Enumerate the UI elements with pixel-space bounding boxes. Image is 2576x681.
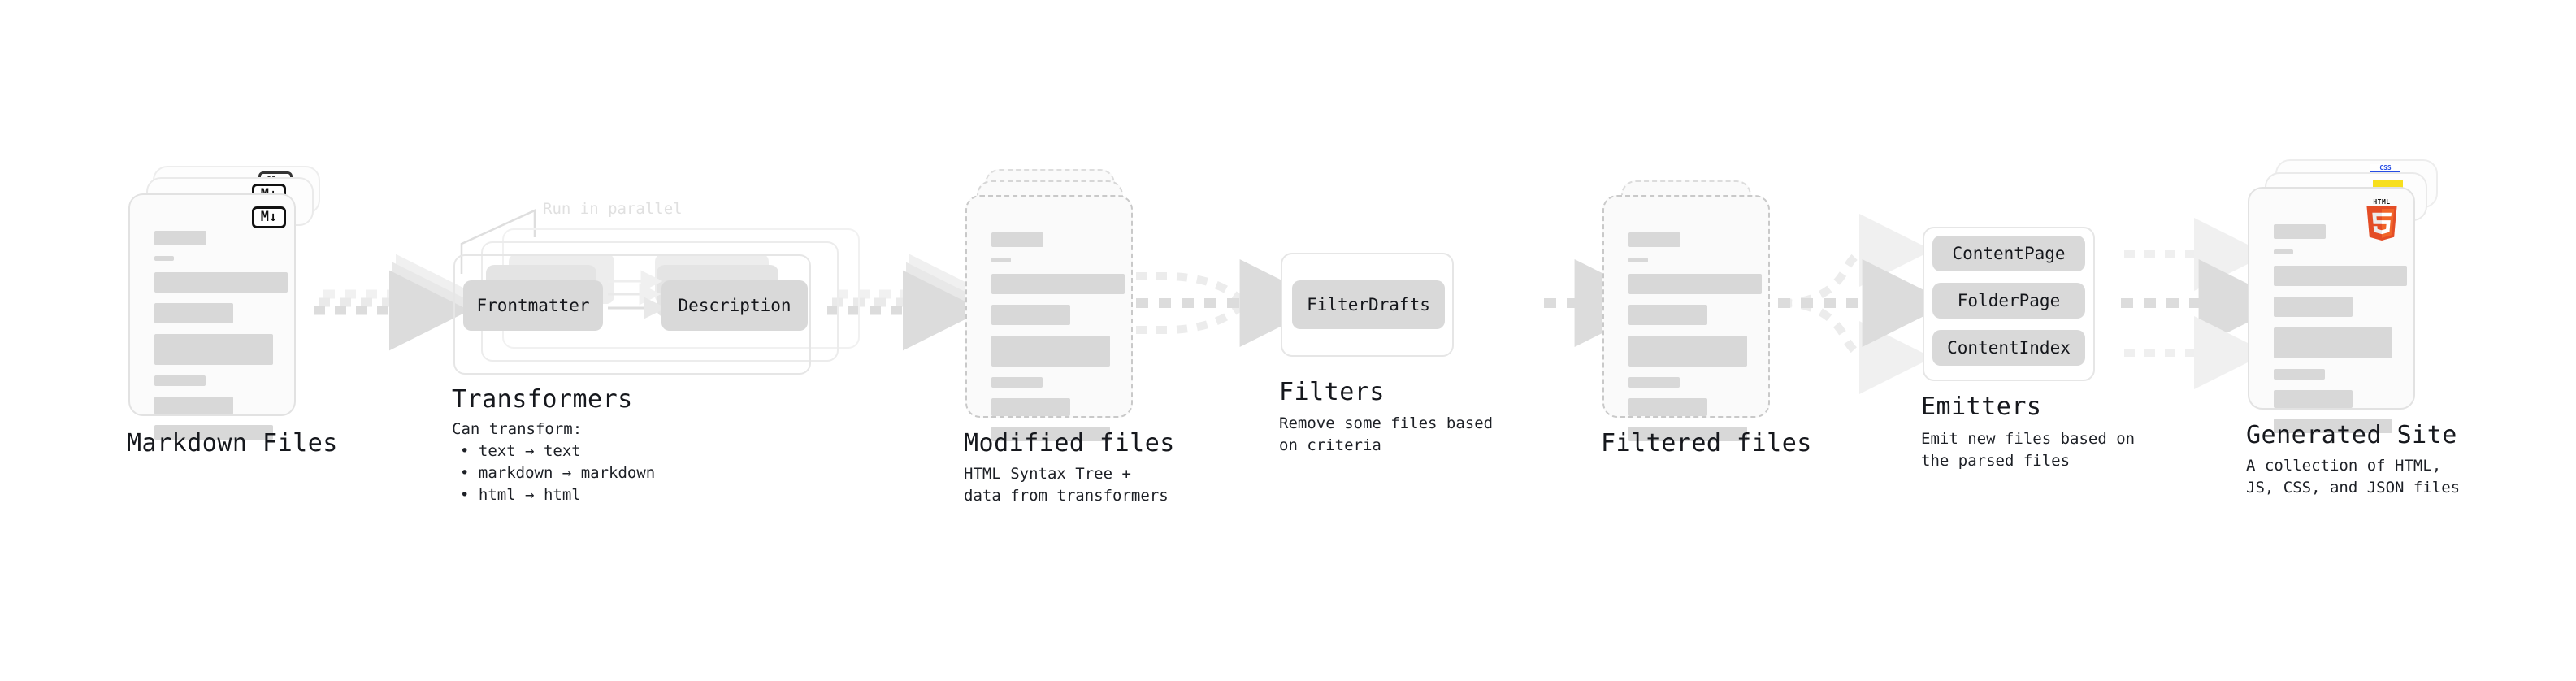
- filtered-card-front: [1602, 195, 1770, 441]
- emitters-pill-folderpage[interactable]: FolderPage: [1932, 283, 2085, 319]
- content-bar: [2274, 327, 2392, 358]
- markdown-card-front: M↓: [128, 193, 296, 440]
- emitters-description: Emit new files based on the parsed files: [1921, 430, 2136, 470]
- transformer-frame-front: [453, 254, 811, 375]
- stage-label-filters: Filters: [1279, 378, 1385, 406]
- content-bar: [991, 336, 1110, 367]
- stage-label-filtered-files: Filtered files: [1601, 429, 1812, 458]
- filtered-card-content: [1628, 232, 1762, 452]
- content-bar: [2274, 249, 2293, 254]
- transformers-description: Can transform:: [452, 420, 583, 438]
- arrow-filtered-to-emitters: [1778, 214, 1950, 394]
- site-card-front: HTML: [2248, 187, 2415, 433]
- content-bar: [154, 375, 206, 386]
- content-bar: [991, 232, 1043, 247]
- content-bar: [154, 425, 273, 440]
- content-bar: [1628, 274, 1762, 294]
- stage-label-emitters: Emitters: [1921, 393, 2042, 421]
- transformer-pill-frontmatter[interactable]: Frontmatter: [463, 280, 603, 331]
- emitters-pill-contentpage[interactable]: ContentPage: [1932, 236, 2085, 271]
- content-bar: [2274, 266, 2407, 286]
- content-bar: [154, 303, 233, 323]
- content-bar: [991, 398, 1070, 416]
- transformers-bullet-1: • markdown → markdown: [460, 464, 656, 482]
- arrow-modified-to-filters: [1136, 259, 1328, 347]
- content-bar: [1628, 305, 1707, 325]
- content-bar: [2274, 224, 2326, 239]
- content-bar: [154, 272, 288, 293]
- stage-label-markdown-files: Markdown Files: [127, 429, 338, 458]
- emitters-pill-contentindex[interactable]: ContentIndex: [1932, 330, 2085, 366]
- arrow-markdown-to-transformers: [314, 254, 476, 351]
- transformer-pill-description[interactable]: Description: [661, 280, 808, 331]
- content-bar: [154, 397, 233, 414]
- content-bar: [2274, 369, 2325, 380]
- generated-site-description: A collection of HTML, JS, CSS, and JSON …: [2246, 457, 2461, 497]
- transformers-bullet-2: • html → html: [460, 486, 581, 504]
- stage-label-modified-files: Modified files: [964, 429, 1175, 458]
- content-bar: [2274, 297, 2353, 317]
- markdown-badge-icon: M↓: [252, 206, 286, 228]
- content-bar: [991, 258, 1011, 262]
- content-bar: [1628, 377, 1680, 388]
- site-card-content: [2274, 224, 2407, 444]
- content-bar: [154, 334, 273, 365]
- modified-card-front: [965, 195, 1133, 441]
- content-bar: [1628, 336, 1747, 367]
- content-bar: [991, 305, 1070, 325]
- transformers-bullet-0: • text → text: [460, 442, 581, 460]
- content-bar: [991, 427, 1110, 441]
- stage-label-transformers: Transformers: [452, 385, 633, 414]
- content-bar: [1628, 398, 1707, 416]
- content-bar: [154, 256, 174, 261]
- stage-label-generated-site: Generated Site: [2246, 421, 2457, 449]
- modified-card-content: [991, 232, 1125, 452]
- markdown-card-content: [154, 231, 288, 450]
- content-bar: [1628, 427, 1747, 441]
- content-bar: [991, 377, 1043, 388]
- filters-pill-filterdrafts[interactable]: FilterDrafts: [1292, 280, 1445, 329]
- content-bar: [1628, 258, 1648, 262]
- arrow-emitters-to-site: [2121, 218, 2287, 389]
- filters-description: Remove some files based on criteria: [1279, 414, 1494, 454]
- content-bar: [2274, 390, 2353, 408]
- content-bar: [154, 231, 206, 245]
- html5-logo-icon: HTML: [2365, 198, 2399, 241]
- run-in-parallel-note: Run in parallel: [543, 200, 683, 218]
- content-bar: [991, 274, 1125, 294]
- content-bar: [2274, 419, 2392, 433]
- content-bar: [1628, 232, 1680, 247]
- modified-files-description: HTML Syntax Tree + data from transformer…: [964, 465, 1169, 505]
